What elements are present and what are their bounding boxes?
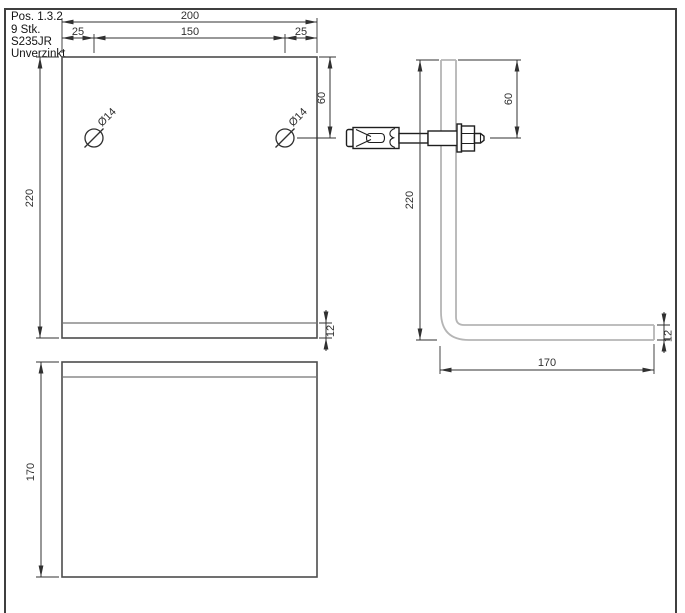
- sleeve-slot: [365, 132, 386, 144]
- hole-left: Ø14: [84, 106, 119, 148]
- dim-side-thickness: 12: [663, 330, 675, 342]
- part-finish-label: Unverzinkt: [11, 48, 66, 60]
- sleeve-crimp: [389, 127, 396, 149]
- hole-right: Ø14: [275, 106, 310, 148]
- hex-nut: [460, 125, 476, 152]
- bolt-thread-section: [427, 130, 459, 147]
- dim-bottom-depth: 170: [25, 463, 37, 481]
- front-top-dimensions: 200 25 150 25: [61, 10, 318, 53]
- side-view: 220 60 12 170: [345, 59, 675, 374]
- side-thickness-dimension: 12: [657, 312, 675, 353]
- dim-side-flange-length: 170: [538, 357, 556, 369]
- bottom-depth-dimension: 170: [25, 361, 59, 578]
- front-thickness-dimension: 12: [319, 310, 337, 351]
- hole-left-slash: [84, 128, 104, 148]
- bottom-view: 170: [25, 361, 318, 578]
- dim-front-height: 220: [24, 189, 36, 207]
- side-anchor-offset-dimension: 60: [458, 59, 521, 139]
- dim-front-thickness: 12: [325, 325, 337, 337]
- hole-right-callout: Ø14: [287, 106, 310, 129]
- title-block: Pos. 1.3.2 9 Stk. S235JR Unverzinkt: [11, 11, 66, 60]
- bolt-shaft: [398, 132, 429, 144]
- part-position-label: Pos. 1.3.2: [11, 11, 63, 23]
- part-material-label: S235JR: [11, 36, 52, 48]
- hole-left-callout: Ø14: [96, 106, 119, 129]
- bottom-plate-outline: [61, 361, 318, 578]
- front-hole-offset-dimension: 60: [297, 56, 336, 139]
- front-height-dimension: 220: [24, 56, 59, 339]
- side-flange-length-dimension: 170: [439, 344, 655, 374]
- part-quantity-label: 9 Stk.: [11, 24, 40, 36]
- dim-front-hole-offset: 60: [316, 92, 328, 104]
- dim-front-hole-spacing: 150: [181, 26, 199, 38]
- hex-nut-facets: [461, 132, 475, 145]
- anchor-bolt: [345, 123, 485, 153]
- side-angle-profile: [440, 59, 655, 341]
- hole-right-slash: [275, 128, 295, 148]
- dim-front-left-edge: 25: [72, 26, 84, 38]
- side-height-dimension: 220: [404, 59, 439, 341]
- bolt-end-stub: [473, 132, 485, 144]
- sheet-border: [4, 8, 677, 613]
- dim-front-total-width: 200: [181, 10, 199, 22]
- dim-side-height: 220: [404, 191, 416, 209]
- front-view: Ø14 Ø14 200 25 150 25 220: [24, 10, 337, 351]
- dim-side-anchor-offset: 60: [503, 93, 515, 105]
- front-plate-outline: [61, 56, 318, 339]
- dim-front-right-edge: 25: [295, 26, 307, 38]
- sleeve-slot-diagonals: [355, 129, 372, 147]
